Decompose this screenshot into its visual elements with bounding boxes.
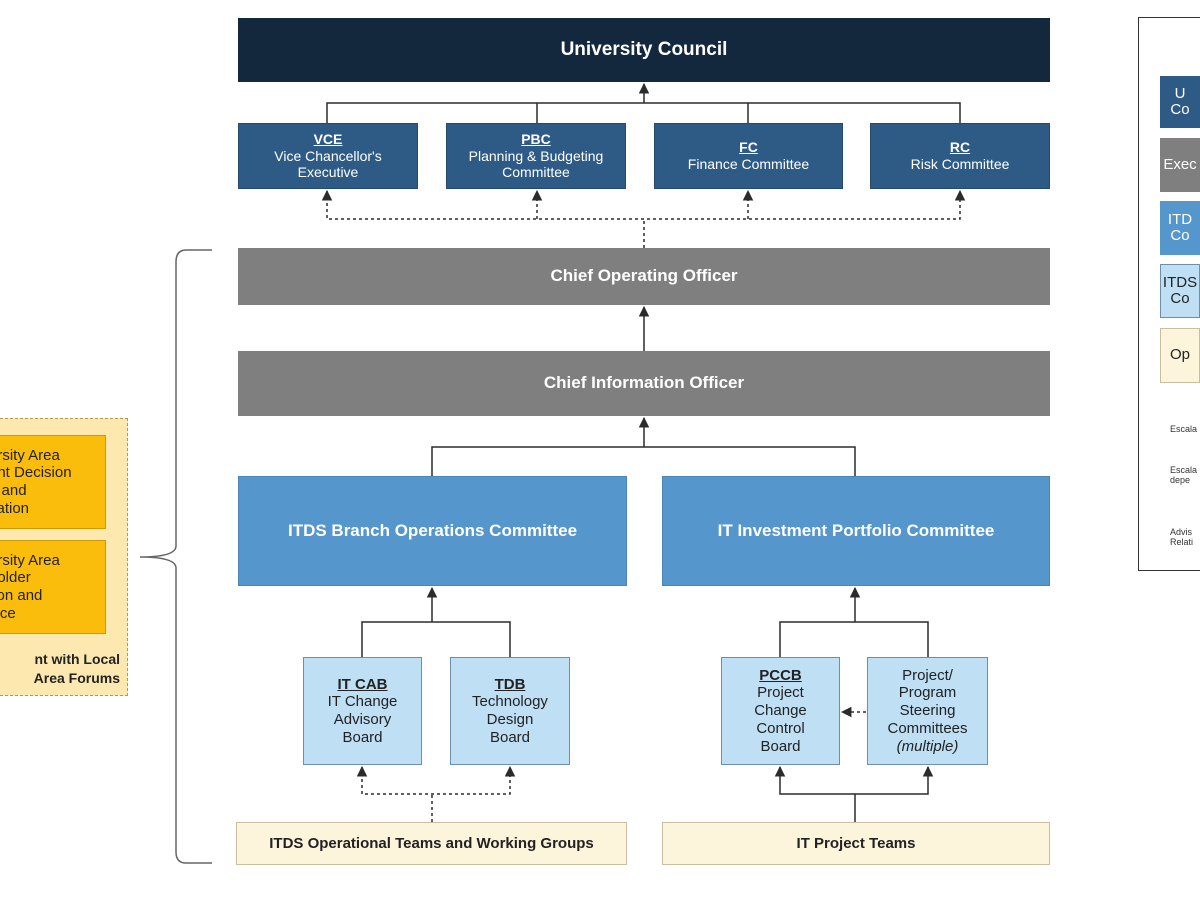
tdb-line-2: Design (486, 711, 534, 728)
legend-item4-line-2: Co (1170, 290, 1190, 307)
university-council-box: University Council (238, 18, 1050, 82)
legend-note2-line-1: Escala (1170, 465, 1198, 475)
rc-abbr: RC (949, 139, 971, 156)
legend-item1-line-2: Co (1170, 101, 1190, 118)
committees-to-council-line (326, 102, 961, 123)
stakeholder-box-line-4: vice (0, 604, 16, 622)
legend-swatch-itds-board: ITDS Co (1160, 264, 1200, 318)
branch-ops-label: ITDS Branch Operations Committee (287, 520, 578, 540)
forums-caption-line-2: Area Forums (33, 669, 120, 686)
project-teams-box: IT Project Teams (662, 822, 1050, 865)
boards-to-branch-line (361, 621, 511, 657)
legend-note-dependency: Escala depe (1170, 465, 1198, 486)
legend-swatch-operational: Op (1160, 328, 1200, 383)
legend-item3-line-1: ITD (1167, 210, 1193, 228)
coo-label: Chief Operating Officer (550, 266, 738, 286)
ops-teams-label: ITDS Operational Teams and Working Group… (269, 834, 594, 852)
pccb-line-1: Project (757, 684, 804, 702)
rc-line-1: Risk Committee (910, 156, 1010, 172)
pbc-line-2: Committee (502, 164, 570, 181)
itcab-line-2: Advisory (333, 711, 392, 728)
fc-line-1: Finance Committee (687, 156, 810, 172)
steering-line-2: Program (898, 684, 957, 702)
vce-line-1: Vice Chancellor's (274, 147, 382, 164)
steering-line-1: Project/ (902, 666, 953, 684)
legend-note2-line-2: depe (1170, 474, 1191, 485)
fc-box: FC Finance Committee (654, 123, 843, 189)
pccb-abbr: PCCB (759, 666, 802, 684)
university-council-label: University Council (560, 38, 728, 60)
pbc-abbr: PBC (521, 131, 551, 148)
steering-line-4: Committees (887, 719, 968, 737)
legend-item5-line-1: Op (1169, 346, 1190, 364)
tdb-box: TDB Technology Design Board (450, 657, 570, 765)
itcab-abbr: IT CAB (337, 675, 388, 693)
portfolio-label: IT Investment Portfolio Committee (717, 520, 995, 540)
coo-box: Chief Operating Officer (238, 248, 1050, 305)
legend-swatch-executive: Exec (1160, 138, 1200, 192)
ops-teams-to-boards-dotted (356, 765, 516, 795)
legend-item2-line-1: Exec (1163, 155, 1197, 173)
vce-box: VCE Vice Chancellor's Executive (238, 123, 418, 189)
steering-committees-box: Project/ Program Steering Committees (mu… (867, 657, 988, 765)
legend-item3-line-2: Co (1170, 227, 1190, 244)
stakeholder-box: ersity Area holder tion and vice (0, 540, 106, 634)
coo-to-committees-dotted (321, 189, 966, 220)
branch-ops-committee-box: ITDS Branch Operations Committee (238, 476, 627, 586)
rc-box: RC Risk Committee (870, 123, 1050, 189)
committees-to-cio-line (431, 446, 856, 476)
pbc-box: PBC Planning & Budgeting Committee (446, 123, 626, 189)
legend-item1-line-1: U (1174, 84, 1186, 102)
pccb-line-3: Control (756, 719, 805, 737)
stakeholder-box-line-1: ersity Area (0, 551, 60, 569)
legend-note3-line-2: Relati (1170, 536, 1194, 547)
stakeholder-box-line-3: tion and (0, 587, 43, 604)
steering-line-3: Steering (899, 702, 956, 720)
decision-making-box: ersity Area ent Decision g and sation (0, 435, 106, 529)
project-teams-label: IT Project Teams (796, 834, 916, 852)
legend-item4-line-1: ITDS (1162, 273, 1198, 291)
stakeholder-box-line-2: holder (0, 569, 31, 587)
ops-teams-box: ITDS Operational Teams and Working Group… (236, 822, 627, 865)
pccb-line-4: Board (760, 737, 801, 755)
local-forums-caption: nt with Local Area Forums (20, 650, 120, 688)
itcab-line-1: IT Change (327, 693, 398, 711)
boards-to-portfolio-line (779, 621, 929, 657)
decision-box-line-4: sation (0, 499, 30, 517)
itcab-line-3: Board (342, 728, 383, 746)
steering-line-5: (multiple) (896, 737, 959, 755)
legend-note3-line-1: Advis (1170, 527, 1193, 537)
decision-box-line-2: ent Decision (0, 464, 72, 482)
legend-note1-text: Escala (1170, 424, 1198, 434)
project-teams-to-boards-line (774, 765, 934, 795)
tdb-line-1: Technology (472, 693, 548, 711)
left-brace (139, 249, 212, 864)
decision-box-line-1: ersity Area (0, 446, 60, 464)
tdb-abbr: TDB (494, 675, 526, 693)
itcab-box: IT CAB IT Change Advisory Board (303, 657, 422, 765)
portfolio-committee-box: IT Investment Portfolio Committee (662, 476, 1050, 586)
fc-abbr: FC (739, 139, 758, 156)
vce-line-2: Executive (297, 164, 359, 181)
vce-abbr: VCE (313, 131, 343, 148)
pccb-line-2: Change (754, 702, 807, 720)
tdb-line-3: Board (489, 728, 531, 746)
pbc-line-1: Planning & Budgeting (468, 147, 604, 164)
forums-caption-line-1: nt with Local (34, 651, 120, 667)
legend-note-escalation: Escala (1170, 424, 1198, 435)
legend-swatch-council: U Co (1160, 76, 1200, 128)
cio-label: Chief Information Officer (543, 373, 745, 393)
legend-swatch-itds-committee: ITD Co (1160, 201, 1200, 255)
cio-box: Chief Information Officer (238, 351, 1050, 416)
pccb-box: PCCB Project Change Control Board (721, 657, 840, 765)
decision-box-line-3: g and (0, 482, 27, 499)
legend-note-advisory: Advis Relati (1170, 527, 1194, 548)
